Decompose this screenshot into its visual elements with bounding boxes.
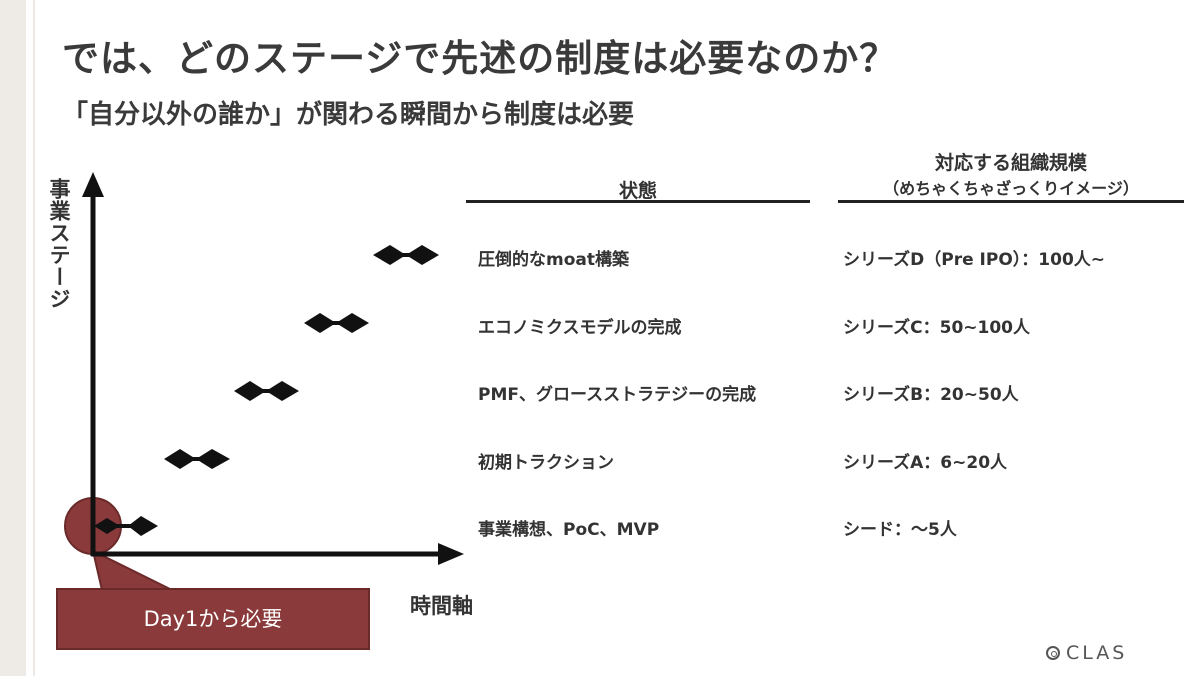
clas-logo-text: CLAS bbox=[1066, 642, 1128, 664]
status-column-header: 状態 bbox=[618, 180, 657, 202]
stage-marker-seed bbox=[94, 516, 158, 536]
scale-header-rule bbox=[838, 200, 1184, 203]
x-axis-label: 時間軸 bbox=[410, 594, 473, 618]
stage-scale-seed: シード：〜5人 bbox=[843, 520, 957, 540]
slide-subtitle: 「自分以外の誰か」が関わる瞬間から制度は必要 bbox=[62, 100, 635, 130]
scale-header-subtitle: （めちゃくちゃざっくりイメージ） bbox=[883, 179, 1139, 198]
stage-status-series-c: エコノミクスモデルの完成 bbox=[478, 318, 682, 338]
stage-marker-series-c bbox=[304, 313, 369, 333]
left-decorative-line bbox=[33, 0, 35, 676]
stage-status-series-b: PMF、グロースストラテジーの完成 bbox=[478, 385, 757, 405]
stage-marker-series-a bbox=[164, 449, 230, 469]
stage-marker-series-b bbox=[234, 381, 299, 401]
scale-column-header: 対応する組織規模 （めちゃくちゃざっくりイメージ） bbox=[838, 150, 1184, 202]
stage-scale-series-c: シリーズC：50~100人 bbox=[843, 318, 1031, 338]
left-decorative-band bbox=[0, 0, 26, 676]
stage-scale-series-b: シリーズB：20~50人 bbox=[843, 385, 1019, 405]
clas-logo: CLAS bbox=[1046, 642, 1127, 664]
y-axis-label: 事業ステージ bbox=[47, 178, 71, 310]
stage-status-series-d: 圧倒的なmoat構築 bbox=[478, 250, 629, 270]
slide-title: では、どのステージで先述の制度は必要なのか？ bbox=[62, 37, 898, 80]
y-axis-arrowhead bbox=[82, 172, 104, 197]
clas-logo-icon bbox=[1046, 646, 1060, 660]
x-axis-arrowhead bbox=[438, 543, 464, 565]
stage-scale-series-a: シリーズA：6~20人 bbox=[843, 453, 1008, 473]
stage-status-series-a: 初期トラクション bbox=[478, 453, 614, 473]
status-header-rule bbox=[466, 200, 810, 203]
scale-header-title: 対応する組織規模 bbox=[934, 152, 1087, 174]
day1-callout: Day1から必要 bbox=[56, 588, 370, 650]
stage-scale-series-d: シリーズD（Pre IPO）：100人~ bbox=[843, 250, 1106, 270]
stage-marker-series-d bbox=[373, 245, 439, 265]
callout-pointer bbox=[91, 549, 173, 591]
stage-status-seed: 事業構想、PoC、MVP bbox=[478, 520, 660, 540]
